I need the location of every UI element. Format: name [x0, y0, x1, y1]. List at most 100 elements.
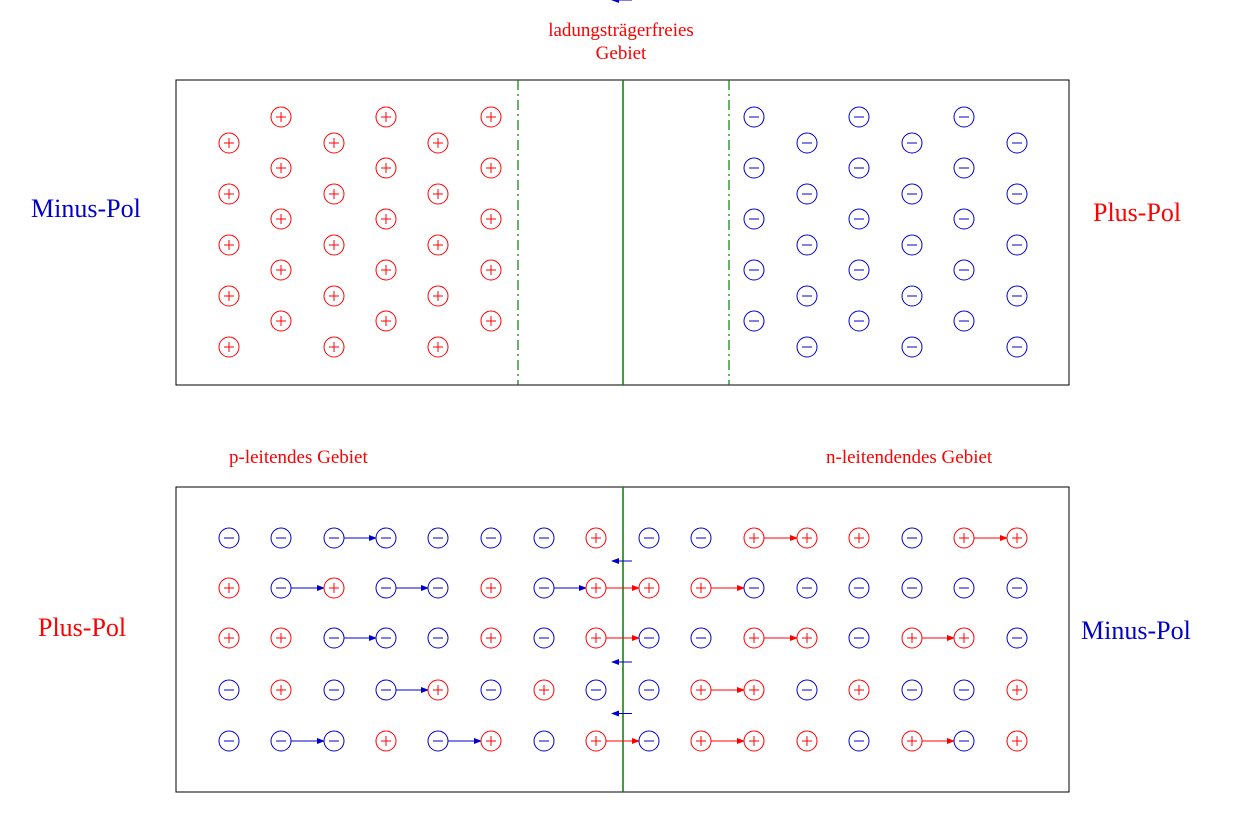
negative-ion [796, 336, 818, 358]
electron-carrier [638, 730, 660, 752]
bottom-right-pole-label: Minus-Pol [1081, 616, 1191, 645]
negative-ion [743, 259, 765, 281]
hole-carrier [585, 627, 607, 649]
negative-ion [743, 208, 765, 230]
electron-carrier [323, 679, 345, 701]
electron-carrier [427, 730, 449, 752]
hole-carrier [848, 679, 870, 701]
positive-ion [427, 183, 449, 205]
hole-carrier [690, 679, 712, 701]
hole-carrier [1006, 679, 1028, 701]
hole-carrier [1006, 527, 1028, 549]
hole-carrier [323, 577, 345, 599]
negative-ion [796, 132, 818, 154]
negative-ion [1006, 183, 1028, 205]
electron-carrier [690, 627, 712, 649]
negative-ion [953, 259, 975, 281]
positive-ion [427, 132, 449, 154]
positive-ion [427, 285, 449, 307]
positive-ion [427, 336, 449, 358]
hole-carrier [585, 577, 607, 599]
negative-ion [953, 208, 975, 230]
negative-ion [901, 234, 923, 256]
electron-carrier [638, 627, 660, 649]
electron-carrier [270, 527, 292, 549]
hole-carrier [953, 527, 975, 549]
electron-carrier [480, 527, 502, 549]
depletion-title-line2: Gebiet [595, 43, 647, 64]
electron-carrier [533, 627, 555, 649]
p-region-label: p-leitendes Gebiet [229, 447, 368, 468]
positive-ion [270, 208, 292, 230]
electron-carrier [796, 679, 818, 701]
hole-carrier [796, 730, 818, 752]
negative-ion [901, 183, 923, 205]
n-region-label: n-leitendendes Gebiet [826, 447, 993, 468]
negative-ion [848, 106, 870, 128]
hole-carrier [218, 627, 240, 649]
electron-carrier [638, 527, 660, 549]
positive-ion [323, 132, 345, 154]
positive-ion [375, 310, 397, 332]
hole-carrier [743, 527, 765, 549]
electron-carrier [375, 577, 397, 599]
positive-ion [270, 106, 292, 128]
hole-carrier [796, 627, 818, 649]
bottom-left-pole-label: Plus-Pol [38, 613, 127, 642]
hole-carrier [743, 679, 765, 701]
positive-ion [480, 310, 502, 332]
bottom-arrows-group [291, 0, 1008, 744]
positive-ion [323, 285, 345, 307]
electron-carrier [953, 679, 975, 701]
electron-carrier [427, 577, 449, 599]
electron-carrier [585, 679, 607, 701]
negative-ion [953, 106, 975, 128]
positive-ion [270, 259, 292, 281]
positive-ion [375, 157, 397, 179]
negative-ion [743, 157, 765, 179]
positive-ion [375, 106, 397, 128]
positive-ion [480, 157, 502, 179]
positive-ion [218, 285, 240, 307]
electron-carrier [848, 730, 870, 752]
positive-ion [323, 336, 345, 358]
negative-ion [901, 132, 923, 154]
hole-carrier [427, 679, 449, 701]
hole-carrier [270, 679, 292, 701]
negative-ion [743, 106, 765, 128]
hole-carrier [796, 527, 818, 549]
electron-carrier [901, 577, 923, 599]
electron-carrier [270, 730, 292, 752]
negative-ion [796, 183, 818, 205]
electron-carrier [533, 730, 555, 752]
electron-carrier [638, 679, 660, 701]
electron-carrier [375, 527, 397, 549]
electron-carrier [690, 527, 712, 549]
positive-ion [270, 310, 292, 332]
hole-carrier [953, 627, 975, 649]
hole-carrier [690, 730, 712, 752]
hole-carrier [743, 730, 765, 752]
negative-ion [743, 310, 765, 332]
positive-ion [480, 208, 502, 230]
electron-carrier [1006, 577, 1028, 599]
negative-ion [1006, 336, 1028, 358]
electron-carrier [953, 577, 975, 599]
hole-carrier [585, 527, 607, 549]
positive-ion [375, 208, 397, 230]
positive-ion [218, 234, 240, 256]
electron-carrier [323, 730, 345, 752]
electron-carrier [427, 627, 449, 649]
electron-carrier [743, 577, 765, 599]
top-charges-group [218, 106, 1028, 358]
electron-carrier [375, 679, 397, 701]
positive-ion [218, 132, 240, 154]
electron-carrier [323, 527, 345, 549]
hole-carrier [480, 577, 502, 599]
electron-carrier [1006, 627, 1028, 649]
electron-carrier [533, 577, 555, 599]
positive-ion [270, 157, 292, 179]
negative-ion [848, 259, 870, 281]
negative-ion [1006, 285, 1028, 307]
